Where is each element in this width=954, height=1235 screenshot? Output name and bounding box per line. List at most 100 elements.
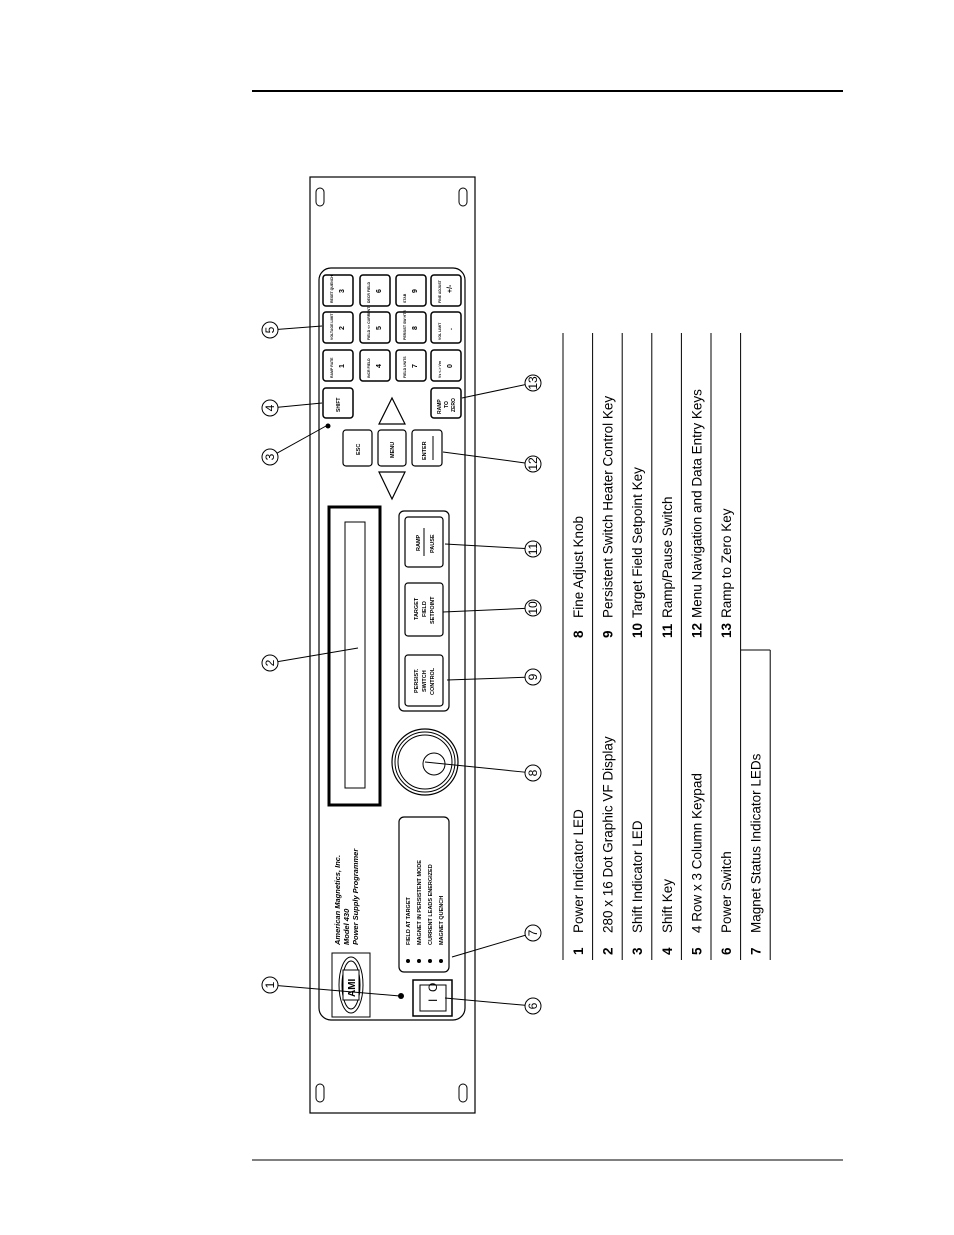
legend-text: Target Field Setpoint Key [630,467,645,618]
persistent-switch-control-key[interactable] [404,654,444,707]
keypad-key[interactable] [359,311,391,344]
menu-key[interactable] [377,429,407,467]
keypad-key-label: RESET QUENCH [330,275,334,303]
callout-leader [451,934,526,958]
keypad-key[interactable] [395,349,427,382]
status-led-panel [398,816,450,973]
logo-text: AMI [347,978,358,997]
callout-number: 12 [526,457,540,471]
keypad-key-label: FINE ADJUST [438,279,442,303]
function-key-group [398,510,450,712]
callout-number: 6 [526,1002,540,1009]
callout-leader [442,607,526,613]
keypad-key[interactable] [430,274,462,307]
keypad-key-label: INCR FIELD [367,358,371,378]
keypad-key[interactable] [359,349,391,382]
callout-circle [524,764,542,782]
callout-leader [461,384,526,399]
keypad-key[interactable] [395,274,427,307]
setpoint-label: SETPOINT [430,596,436,624]
keypad-key[interactable] [359,274,391,307]
company-name: American Magnetics, Inc. [333,855,342,946]
field-label: FIELD [422,601,428,617]
keypad-key[interactable] [322,274,354,307]
keypad-key-number: 3 [339,289,346,293]
callout-circle [261,654,279,672]
keypad-key[interactable] [322,349,354,382]
shift-indicator-led [325,423,331,429]
keypad-key-number: 6 [376,289,383,293]
keypad-key[interactable] [430,311,462,344]
legend-number: 6 [719,947,734,955]
legend-number: 10 [630,623,645,638]
callout-leader [277,647,359,663]
ramp-to-zero-label: RAMP [437,399,443,414]
callout-number: 2 [263,659,277,666]
ami-logo [331,952,371,1018]
keypad-key[interactable] [395,311,427,344]
legend-number: 5 [689,947,704,955]
keypad-key-number: . [447,328,454,330]
up-arrow-key[interactable] [378,396,406,425]
keypad-key[interactable] [322,311,354,344]
knob-ring [397,734,453,790]
keypad-key-label: STAB [403,293,407,303]
callout-circle [524,924,542,942]
vf-display-bezel [327,505,382,807]
keypad-key-number: 5 [376,326,383,330]
legend-number: 2 [601,947,616,955]
rack-panel-outline [309,176,476,1114]
target-field-setpoint-key[interactable] [404,582,444,637]
legend-number: 4 [660,947,675,955]
esc-key[interactable] [342,429,373,467]
ramp-pause-key[interactable] [404,516,444,568]
keypad-key-label: Vs <-> Vm [438,361,442,378]
legend-number: 1 [571,947,586,955]
callout-number: 11 [526,542,540,555]
keypad-key-label: VOLTAGE LIMIT [330,313,334,340]
mount-slot [315,187,325,207]
shift-key[interactable] [322,387,354,419]
callout-circle [261,399,279,417]
callout-circle [524,668,542,686]
callout-leader [424,761,526,773]
status-led [439,959,443,963]
pause-label: PAUSE [430,534,436,553]
logo-ring [341,960,361,1010]
enter-key[interactable] [411,429,443,467]
keypad-key-number: 7 [412,364,419,368]
legend-number: 11 [660,623,675,638]
legend-number: 8 [571,630,586,638]
vf-display-screen [344,521,366,789]
legend-text: Ramp/Pause Switch [660,496,675,618]
mount-slot [458,187,468,207]
menu-key-label: MENU [390,442,396,458]
keypad-key[interactable] [430,349,462,382]
led-label: CURRENT LEADS ENERGIZED [428,864,434,945]
power-switch[interactable] [412,979,453,1017]
keypad-key-number: 2 [339,326,346,330]
callout-leader [277,985,401,997]
control-label: CONTROL [430,667,436,695]
status-led [428,959,432,963]
callout-circle [524,997,542,1015]
down-arrow-key[interactable] [378,471,406,501]
legend-number: 13 [719,622,734,638]
keypad-key-number: 8 [412,326,419,330]
callout-number: 7 [526,929,540,936]
fine-adjust-knob[interactable] [391,728,459,796]
keypad-key-label: RAMP RATE [330,357,334,378]
callout-leader [444,543,526,550]
callout-circle [261,321,279,339]
callout-number: 8 [526,769,540,776]
mount-slot [315,1083,325,1103]
ramp-to-zero-key[interactable] [430,387,462,419]
callout-circle [524,599,542,617]
callout-number: 10 [526,601,540,615]
callout-leader [277,402,323,408]
callout-number: 13 [526,376,540,390]
legend-text: Fine Adjust Knob [571,516,586,618]
legend-number: 7 [749,947,764,955]
